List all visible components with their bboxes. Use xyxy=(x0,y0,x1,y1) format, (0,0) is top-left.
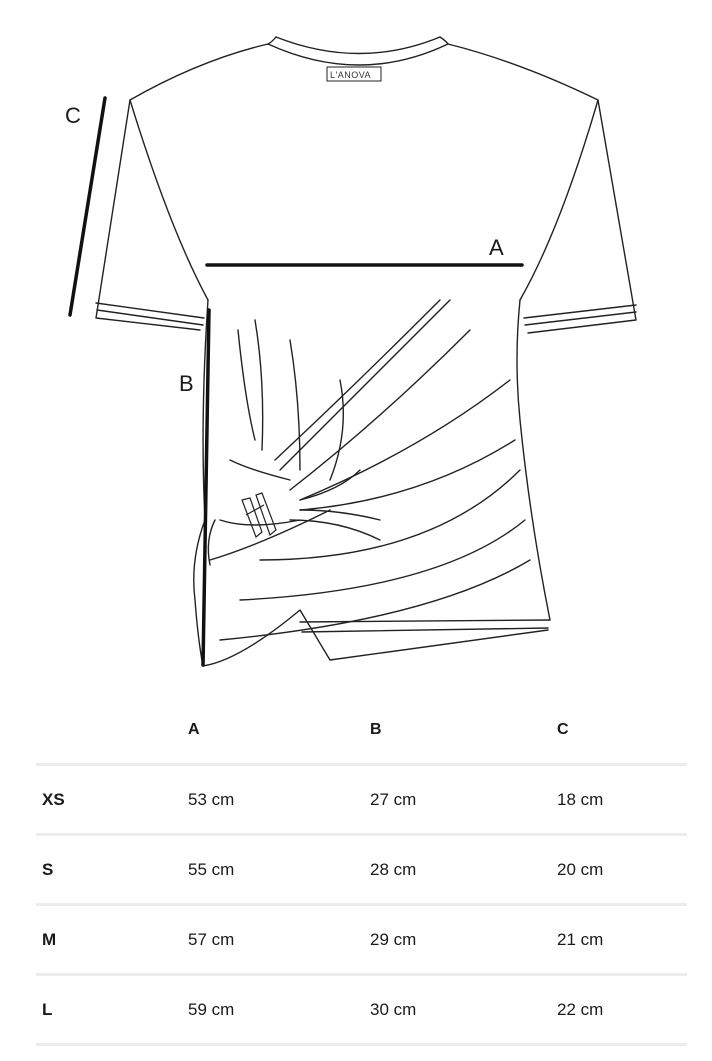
measure-label-c: C xyxy=(65,103,81,128)
size-label: S xyxy=(42,860,54,879)
value-b: 28 cm xyxy=(370,860,417,879)
value-a: 55 cm xyxy=(188,860,235,879)
value-a: 53 cm xyxy=(188,790,235,809)
size-chart-table: A B C XS 53 cm 27 cm 18 cm S 55 cm 28 cm… xyxy=(36,696,687,1046)
value-b: 30 cm xyxy=(370,1000,417,1019)
measure-line-b xyxy=(201,308,211,667)
tshirt-illustration: L'ANOVA A B C xyxy=(65,36,637,667)
table-row: S 55 cm 28 cm 20 cm xyxy=(36,836,687,906)
header-c: C xyxy=(557,721,569,738)
value-c: 20 cm xyxy=(557,860,604,879)
header-b: B xyxy=(370,721,382,738)
value-a: 57 cm xyxy=(188,930,235,949)
table-row: M 57 cm 29 cm 21 cm xyxy=(36,906,687,976)
measure-line-c xyxy=(68,96,107,317)
brand-tag xyxy=(326,66,382,82)
value-a: 59 cm xyxy=(188,1000,235,1019)
knot-logo-icon xyxy=(241,492,277,539)
value-c: 22 cm xyxy=(557,1000,604,1019)
size-label: M xyxy=(42,930,57,949)
table-row: XS 53 cm 27 cm 18 cm xyxy=(36,766,687,836)
table-header-row: A B C xyxy=(36,696,687,766)
tshirt-measurement-diagram: L'ANOVA A B C xyxy=(65,36,637,667)
value-c: 21 cm xyxy=(557,930,604,949)
value-c: 18 cm xyxy=(557,790,604,809)
size-label: XS xyxy=(42,790,65,809)
measure-label-a: A xyxy=(489,235,504,260)
brand-label: L'ANOVA xyxy=(330,70,371,80)
header-a: A xyxy=(188,721,200,738)
value-b: 29 cm xyxy=(370,930,417,949)
size-label: L xyxy=(42,1000,53,1019)
value-b: 27 cm xyxy=(370,790,417,809)
measure-label-b: B xyxy=(179,371,194,396)
table-row: L 59 cm 30 cm 22 cm xyxy=(36,976,687,1046)
